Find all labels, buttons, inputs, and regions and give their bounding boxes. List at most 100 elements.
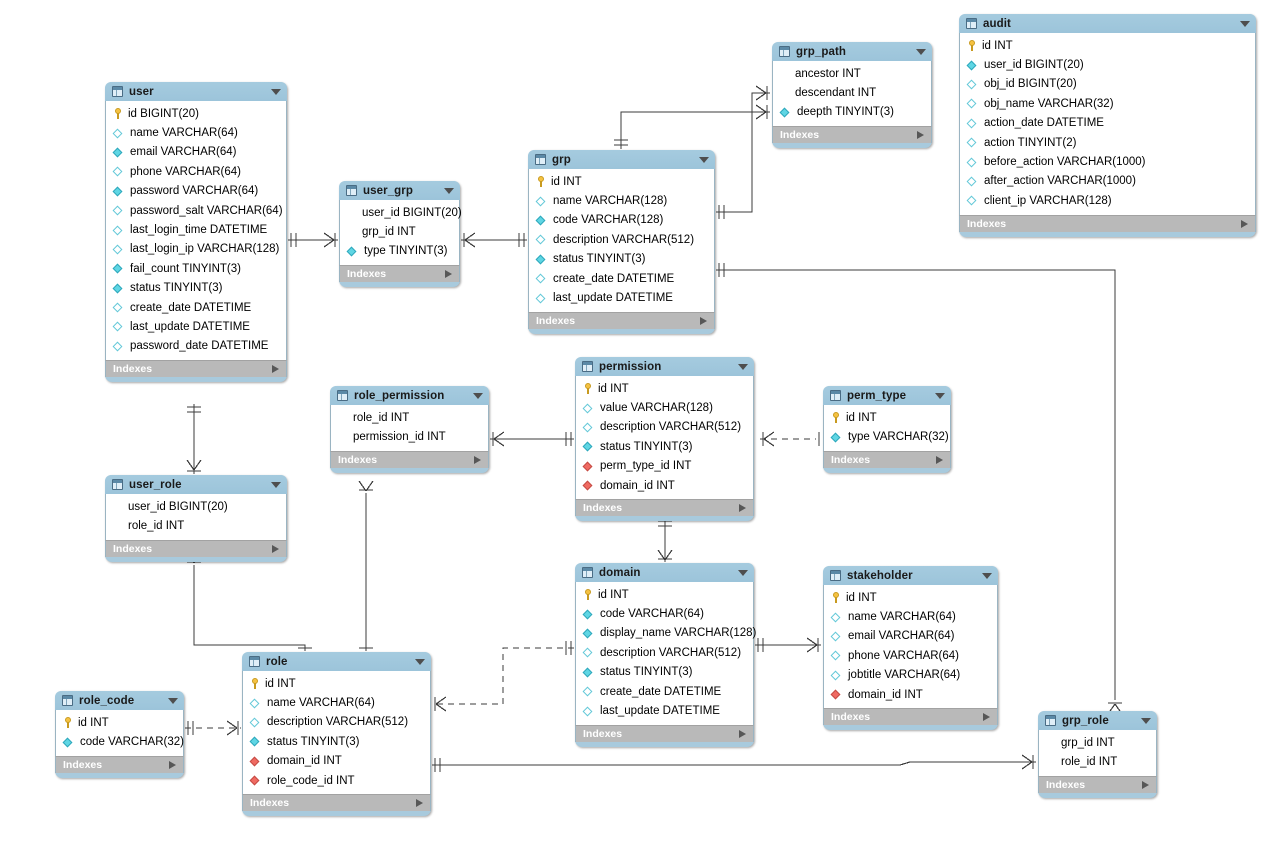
column-row[interactable]: id INT: [56, 713, 183, 732]
table-header-perm_type[interactable]: perm_type: [823, 386, 951, 405]
column-row[interactable]: id INT: [576, 585, 753, 604]
column-row[interactable]: client_ip VARCHAR(128): [960, 191, 1255, 210]
column-row[interactable]: status TINYINT(3): [529, 250, 714, 269]
column-row[interactable]: create_date DATETIME: [529, 269, 714, 288]
column-row[interactable]: password VARCHAR(64): [106, 182, 286, 201]
column-row[interactable]: status TINYINT(3): [576, 663, 753, 682]
column-row[interactable]: status TINYINT(3): [243, 732, 430, 751]
column-row[interactable]: display_name VARCHAR(128): [576, 624, 756, 643]
column-row[interactable]: domain_id INT: [576, 476, 753, 495]
column-row[interactable]: after_action VARCHAR(1000): [960, 172, 1255, 191]
entity-table-user[interactable]: user id BIGINT(20)name VARCHAR(64)email V…: [105, 82, 287, 383]
column-row[interactable]: id INT: [960, 36, 1255, 55]
column-row[interactable]: code VARCHAR(128): [529, 211, 714, 230]
column-row[interactable]: permission_id INT: [331, 427, 488, 446]
column-row[interactable]: phone VARCHAR(64): [106, 162, 286, 181]
chevron-right-icon[interactable]: [1142, 780, 1149, 789]
table-header-audit[interactable]: audit: [959, 14, 1256, 33]
indexes-section-stakeholder[interactable]: Indexes: [823, 708, 998, 726]
column-row[interactable]: id INT: [243, 674, 430, 693]
column-row[interactable]: description VARCHAR(512): [529, 230, 714, 249]
chevron-right-icon[interactable]: [272, 544, 279, 553]
column-row[interactable]: fail_count TINYINT(3): [106, 259, 286, 278]
table-header-domain[interactable]: domain: [575, 563, 754, 582]
column-row[interactable]: id INT: [824, 588, 997, 607]
table-header-grp_path[interactable]: grp_path: [772, 42, 932, 61]
table-header-role_code[interactable]: role_code: [55, 691, 184, 710]
table-header-user_role[interactable]: user_role: [105, 475, 287, 494]
indexes-section-user_role[interactable]: Indexes: [105, 539, 287, 557]
column-row[interactable]: type TINYINT(3): [340, 242, 459, 261]
table-header-grp_role[interactable]: grp_role: [1038, 711, 1157, 730]
indexes-section-grp_path[interactable]: Indexes: [772, 126, 932, 144]
table-header-role_permission[interactable]: role_permission: [330, 386, 489, 405]
table-header-user[interactable]: user: [105, 82, 287, 101]
column-row[interactable]: name VARCHAR(64): [106, 123, 286, 142]
chevron-down-icon[interactable]: [738, 569, 748, 576]
table-header-permission[interactable]: permission: [575, 357, 754, 376]
column-row[interactable]: status TINYINT(3): [106, 279, 286, 298]
column-row[interactable]: code VARCHAR(64): [576, 604, 753, 623]
indexes-section-grp_role[interactable]: Indexes: [1038, 775, 1157, 793]
column-row[interactable]: role_id INT: [1039, 752, 1156, 771]
indexes-section-permission[interactable]: Indexes: [575, 499, 754, 517]
chevron-right-icon[interactable]: [1241, 219, 1248, 228]
column-row[interactable]: email VARCHAR(64): [106, 143, 286, 162]
indexes-section-grp[interactable]: Indexes: [528, 311, 715, 329]
chevron-down-icon[interactable]: [1240, 20, 1250, 27]
column-row[interactable]: description VARCHAR(512): [576, 643, 753, 662]
chevron-down-icon[interactable]: [916, 48, 926, 55]
chevron-right-icon[interactable]: [474, 455, 481, 464]
indexes-section-perm_type[interactable]: Indexes: [823, 450, 951, 468]
chevron-right-icon[interactable]: [416, 799, 423, 808]
chevron-right-icon[interactable]: [700, 316, 707, 325]
column-row[interactable]: ancestor INT: [773, 64, 931, 83]
column-row[interactable]: last_login_time DATETIME: [106, 220, 286, 239]
column-row[interactable]: description VARCHAR(512): [243, 713, 430, 732]
indexes-section-audit[interactable]: Indexes: [959, 214, 1256, 232]
column-row[interactable]: id INT: [576, 379, 753, 398]
column-row[interactable]: user_id BIGINT(20): [960, 55, 1255, 74]
column-row[interactable]: name VARCHAR(128): [529, 191, 714, 210]
column-row[interactable]: user_id BIGINT(20): [340, 203, 462, 222]
column-row[interactable]: value VARCHAR(128): [576, 398, 753, 417]
column-row[interactable]: id INT: [824, 408, 950, 427]
column-row[interactable]: action TINYINT(2): [960, 133, 1255, 152]
table-header-stakeholder[interactable]: stakeholder: [823, 566, 998, 585]
chevron-right-icon[interactable]: [445, 270, 452, 279]
column-row[interactable]: descendant INT: [773, 83, 931, 102]
column-row[interactable]: grp_id INT: [340, 222, 459, 241]
column-row[interactable]: role_code_id INT: [243, 771, 430, 790]
indexes-section-role_code[interactable]: Indexes: [55, 755, 184, 773]
column-row[interactable]: last_update DATETIME: [106, 317, 286, 336]
chevron-right-icon[interactable]: [739, 729, 746, 738]
chevron-down-icon[interactable]: [699, 156, 709, 163]
column-row[interactable]: phone VARCHAR(64): [824, 646, 997, 665]
chevron-down-icon[interactable]: [473, 392, 483, 399]
chevron-right-icon[interactable]: [917, 131, 924, 140]
chevron-right-icon[interactable]: [272, 365, 279, 374]
table-header-user_grp[interactable]: user_grp: [339, 181, 460, 200]
chevron-right-icon[interactable]: [936, 455, 943, 464]
chevron-down-icon[interactable]: [1141, 717, 1151, 724]
column-row[interactable]: code VARCHAR(32): [56, 732, 184, 751]
column-row[interactable]: role_id INT: [106, 516, 286, 535]
column-row[interactable]: last_update DATETIME: [576, 701, 753, 720]
column-row[interactable]: create_date DATETIME: [106, 298, 286, 317]
column-row[interactable]: create_date DATETIME: [576, 682, 753, 701]
column-row[interactable]: last_login_ip VARCHAR(128): [106, 240, 286, 259]
column-row[interactable]: user_id BIGINT(20): [106, 497, 286, 516]
column-row[interactable]: id BIGINT(20): [106, 104, 286, 123]
chevron-right-icon[interactable]: [739, 504, 746, 513]
column-row[interactable]: role_id INT: [331, 408, 488, 427]
